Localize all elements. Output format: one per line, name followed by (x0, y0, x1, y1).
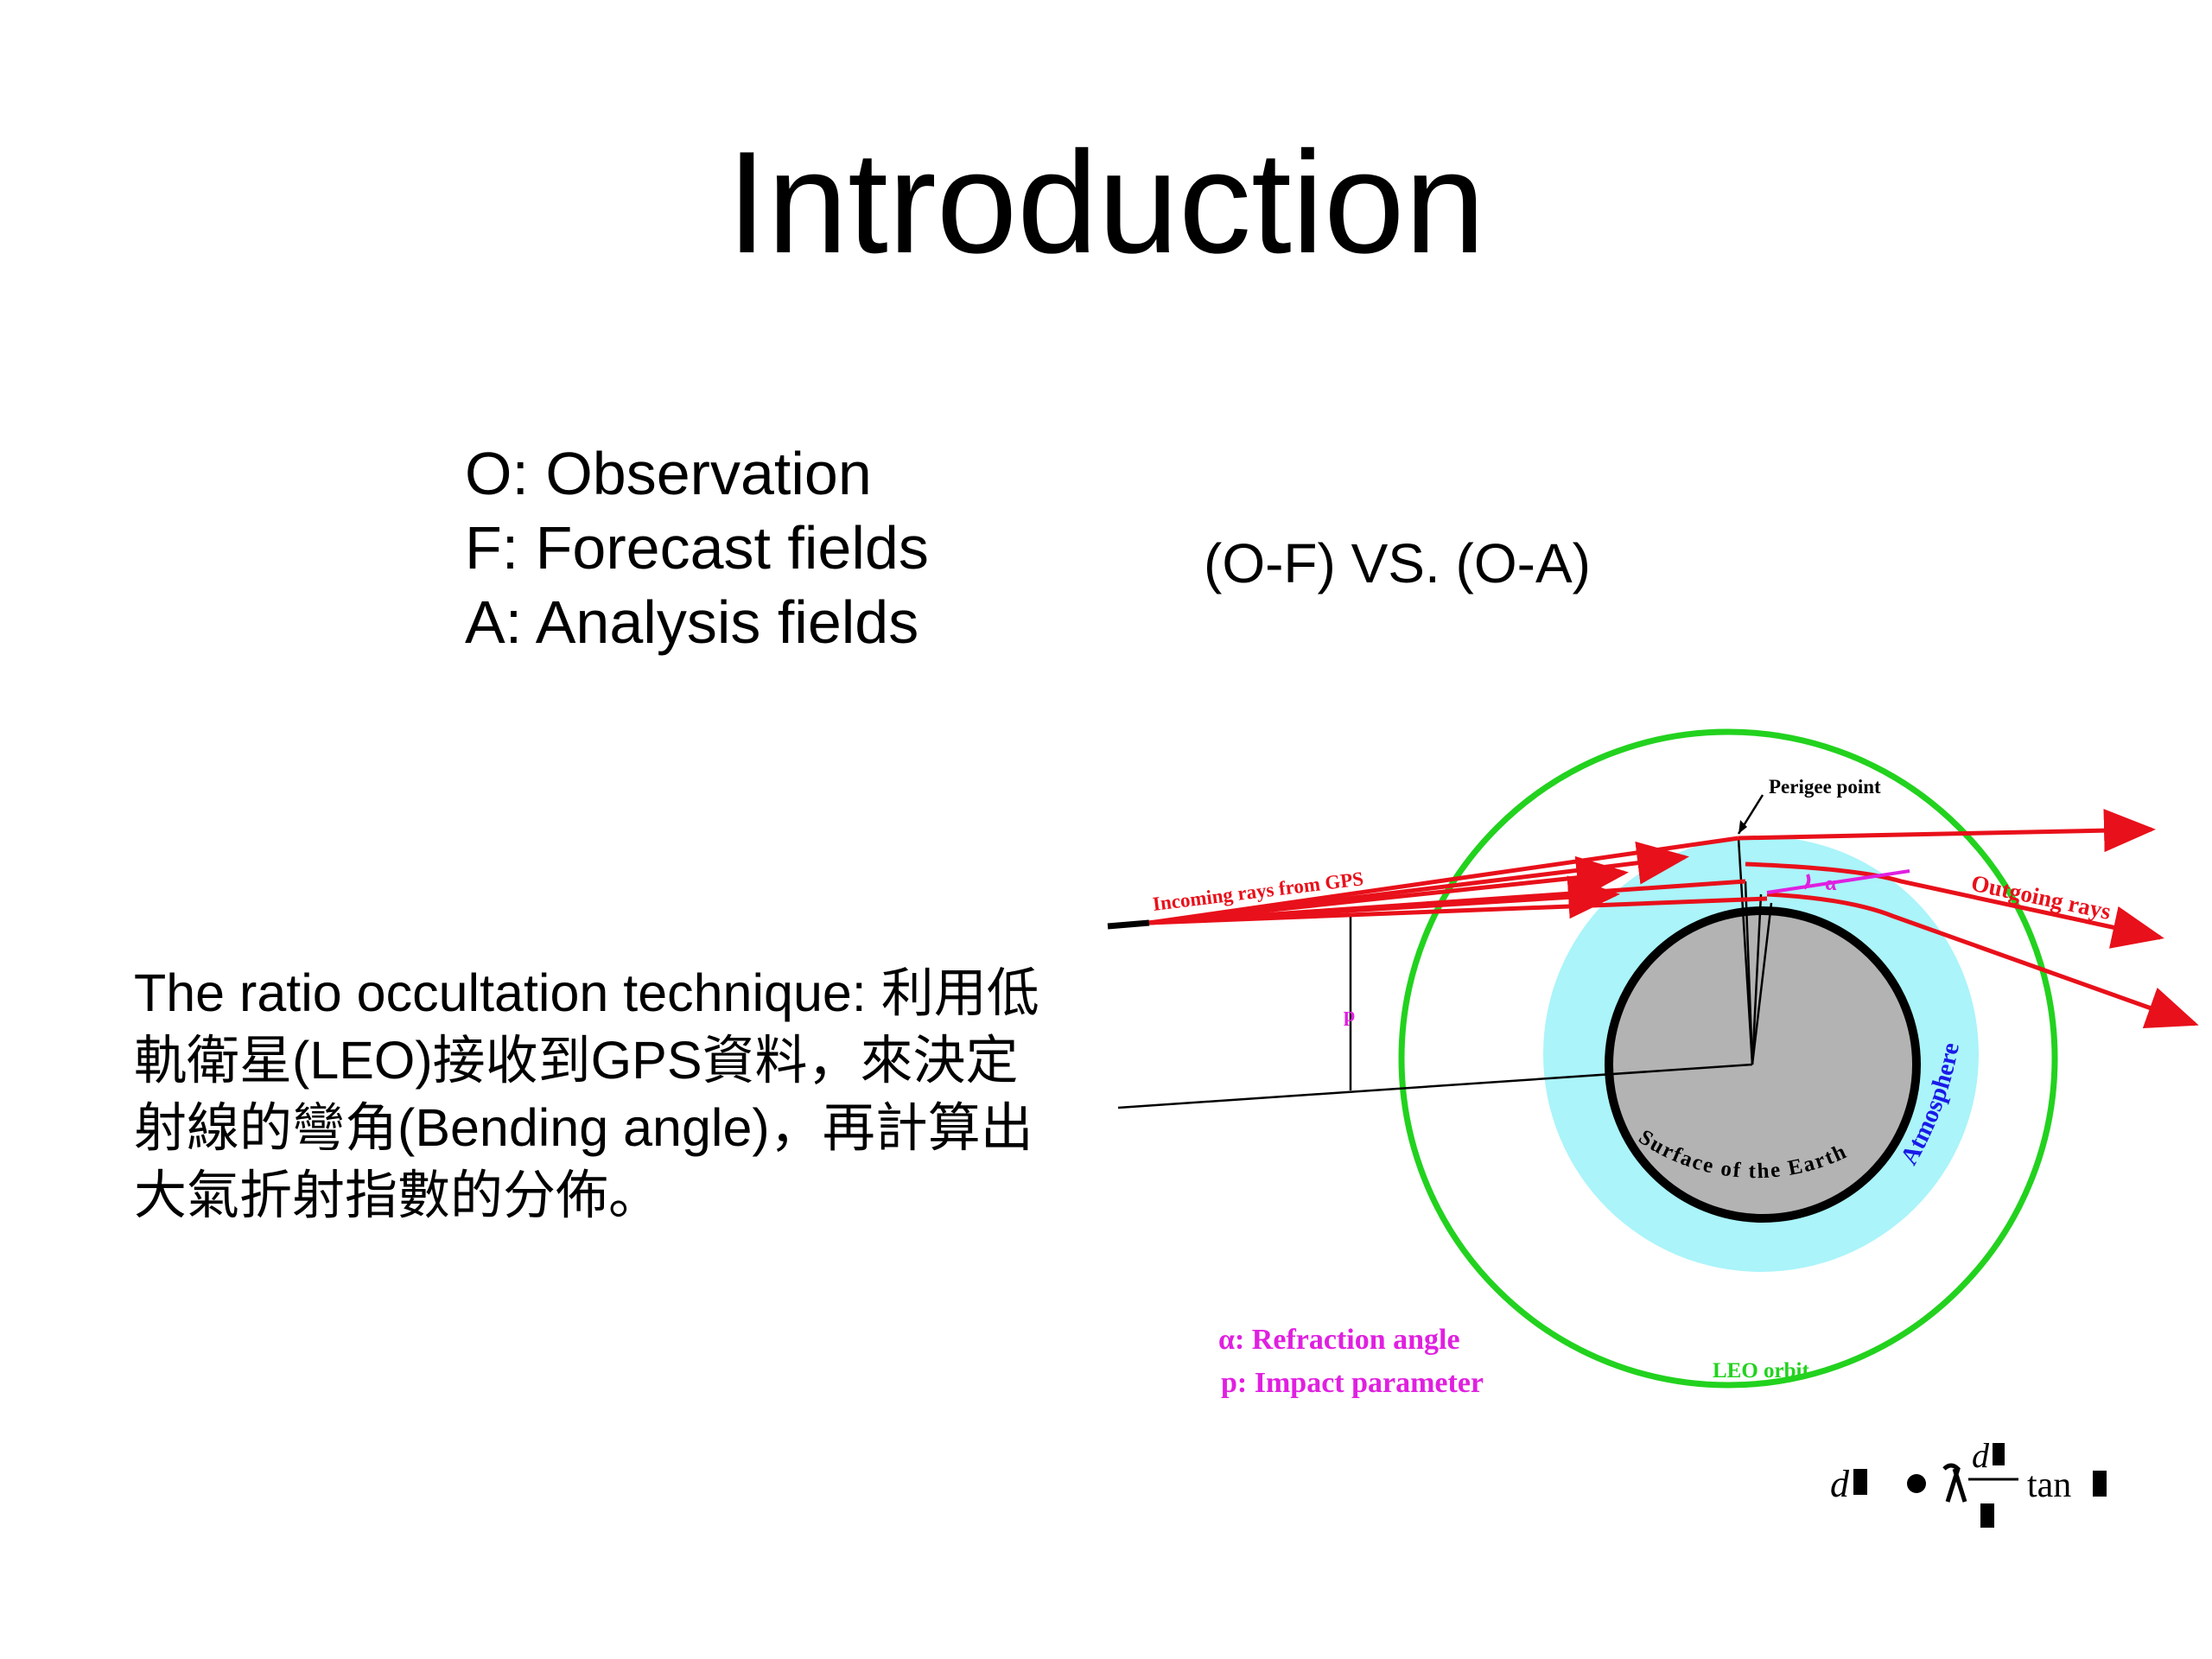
incoming-stub (1107, 919, 1150, 930)
formula-dot (1907, 1474, 1926, 1493)
formula-lhs: d (1830, 1463, 1850, 1505)
geometry-lines (1117, 837, 1773, 1109)
perigee-label: Perigee point (1769, 776, 1881, 798)
description-line: 大氣折射指數的分佈。 (134, 1166, 662, 1224)
bending-formula: d d tan (1830, 1436, 2107, 1528)
definition-list: O: Observation F: Forecast fields A: Ana… (465, 436, 929, 659)
impact-parameter-label: p (1344, 1004, 1355, 1027)
perigee-pointer (1737, 794, 1764, 835)
leo-orbit-circle (1398, 728, 2058, 1389)
formula-denominator-box (1980, 1503, 1994, 1528)
comparison-label: (O-F) VS. (O-A) (1204, 532, 1591, 594)
description-line: 軌衛星(LEO)接收到GPS資料，來決定 (134, 1031, 1019, 1090)
technique-description: The ratio occultation technique: 利用低 軌衛星… (134, 959, 1097, 1229)
outgoing-rays (1738, 809, 2199, 1029)
definition-observation: O: Observation (465, 440, 872, 507)
incoming-rays (1148, 836, 1768, 925)
formula-numerator: d (1972, 1436, 1990, 1475)
legend-impact-parameter: p: Impact parameter (1221, 1367, 1484, 1399)
refraction-angle-marker (1766, 869, 1910, 894)
legend-refraction-angle: α: Refraction angle (1218, 1324, 1460, 1356)
leo-orbit-label: LEO orbit (1713, 1359, 1809, 1382)
formula-ribbon-icon (1942, 1463, 1967, 1503)
alpha-label: α (1825, 873, 1837, 895)
definition-forecast: F: Forecast fields (465, 514, 929, 582)
earth-disc (1605, 906, 1921, 1223)
formula-glyph-box (1853, 1469, 1867, 1495)
formula-tan: tan (2027, 1465, 2071, 1505)
slide-title: Introduction (727, 121, 1485, 283)
outgoing-rays-label: Outgoing rays (1969, 870, 2113, 925)
formula-tan-arg-box (2093, 1471, 2107, 1497)
description-line: 射線的彎角(Bending angle)，再計算出 (134, 1098, 1033, 1157)
definition-analysis: A: Analysis fields (465, 588, 919, 656)
formula-numerator-box (1993, 1443, 2005, 1465)
description-line: The ratio occultation technique: 利用低 (134, 963, 1039, 1022)
